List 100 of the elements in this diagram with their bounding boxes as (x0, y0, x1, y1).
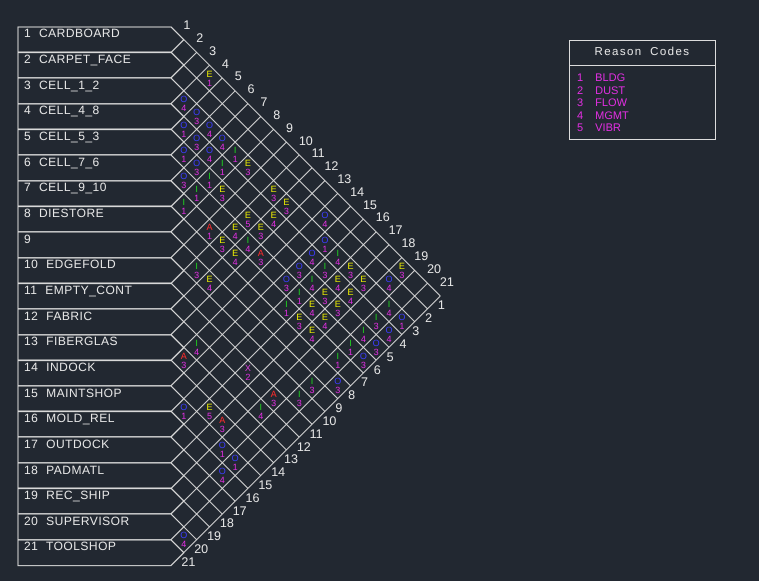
rating-letter: I (335, 249, 340, 258)
rating-letter: E (218, 236, 226, 244)
reason-code: 4 (321, 322, 328, 330)
reason-code: 1 (180, 155, 188, 164)
reason-code: 4 (232, 232, 239, 240)
reason-code: 1 (206, 78, 213, 86)
rating-letter: E (270, 210, 278, 219)
department-number: 3 (412, 325, 420, 338)
reason-code: 3 (180, 360, 188, 369)
reason-code: 3 (180, 181, 188, 190)
department-number: 4 (222, 58, 229, 71)
rating-letter: O (180, 531, 188, 540)
rating-letter: O (180, 95, 188, 104)
department-number: 12 (324, 160, 338, 174)
reason-code: 4 (270, 220, 278, 228)
rating-letter: I (182, 198, 186, 206)
department-box (18, 540, 184, 566)
rating-letter: I (194, 338, 199, 347)
department-number: 19 (207, 530, 221, 544)
rating-letter: I (335, 352, 340, 360)
rating-letter: I (194, 262, 199, 270)
rating-letter: O (385, 274, 394, 283)
department-number: 8 (348, 389, 356, 402)
reason-code: 4 (206, 284, 213, 292)
reason-code: 1 (180, 206, 188, 215)
rating-letter: I (374, 313, 378, 322)
department-label: 1 CARDBOARD (24, 27, 120, 40)
department-number: 5 (386, 350, 394, 364)
department-label: 5 CELL_5_3 (24, 130, 100, 144)
department-box (18, 180, 184, 206)
legend-heading: Reason Codes (594, 46, 692, 59)
department-number: 10 (298, 134, 313, 148)
department-box (18, 232, 184, 258)
department-label: 19 REC_SHIP (24, 489, 110, 502)
reason-code: 3 (282, 284, 290, 292)
rating-letter: I (322, 262, 328, 270)
reason-code-entry: 3 FLOW (577, 97, 627, 109)
department-number: 9 (335, 402, 342, 416)
rating-letter: E (346, 262, 355, 270)
reason-code: 4 (193, 348, 200, 356)
reason-code: 4 (180, 104, 188, 112)
department-label: 8 DIESTORE (24, 207, 104, 220)
reason-code: 4 (218, 142, 226, 151)
rating-letter: O (218, 467, 226, 476)
department-label: 3 CELL_1_2 (24, 78, 100, 92)
rating-letter: I (258, 402, 264, 411)
reason-code: 4 (308, 258, 316, 266)
reason-code: 5 (206, 412, 213, 420)
rating-letter: E (346, 288, 355, 296)
reason-code: 1 (180, 412, 188, 420)
reason-code: 3 (334, 386, 342, 394)
department-number: 13 (337, 173, 352, 186)
rating-letter: O (231, 454, 240, 462)
rating-letter: O (218, 441, 226, 450)
rating-letter: O (180, 172, 188, 180)
department-number: 15 (362, 198, 377, 212)
department-number: 13 (284, 453, 298, 466)
rating-letter: O (282, 274, 290, 283)
department-number: 2 (196, 32, 204, 45)
rating-letter: I (296, 390, 302, 398)
rating-letter: E (244, 210, 252, 219)
rating-letter: I (220, 159, 225, 168)
reason-code: 1 (232, 463, 239, 472)
rating-letter: X (244, 364, 252, 372)
reason-code: 3 (257, 258, 264, 266)
department-number: 10 (322, 414, 336, 428)
reason-code: 4 (206, 130, 213, 138)
department-label: 9 (24, 232, 32, 246)
rating-letter: O (308, 249, 316, 258)
reason-code: 3 (296, 270, 303, 279)
department-box (18, 411, 184, 438)
department-number: 21 (181, 556, 196, 569)
rating-letter: E (231, 223, 240, 232)
rating-letter: O (180, 402, 188, 411)
reason-code: 3 (347, 270, 354, 279)
rating-letter: O (372, 338, 380, 347)
legend-box (569, 40, 716, 140)
department-number: 11 (310, 428, 323, 441)
reason-code: 3 (321, 270, 328, 279)
reason-code: 3 (308, 386, 316, 394)
department-number: 7 (360, 376, 368, 390)
reason-code: 1 (218, 450, 226, 458)
rating-letter: I (310, 274, 314, 283)
rating-letter: O (192, 108, 201, 116)
rating-letter: E (308, 326, 316, 334)
rating-letter: O (180, 146, 188, 154)
rating-letter: A (256, 249, 265, 258)
rating-letter: E (398, 262, 406, 270)
department-number: 1 (438, 299, 445, 312)
department-label: 17 OUTDOCK (24, 438, 110, 451)
reason-code: 3 (372, 348, 380, 356)
reason-code: 1 (180, 130, 188, 138)
reason-code: 3 (257, 232, 264, 240)
rating-letter: I (361, 326, 366, 334)
rating-letter: O (334, 377, 342, 386)
reason-code: 3 (218, 424, 226, 433)
reason-code: 3 (282, 206, 290, 215)
department-box (18, 437, 184, 463)
reason-code: 3 (270, 399, 278, 408)
rating-letter: E (270, 184, 278, 193)
